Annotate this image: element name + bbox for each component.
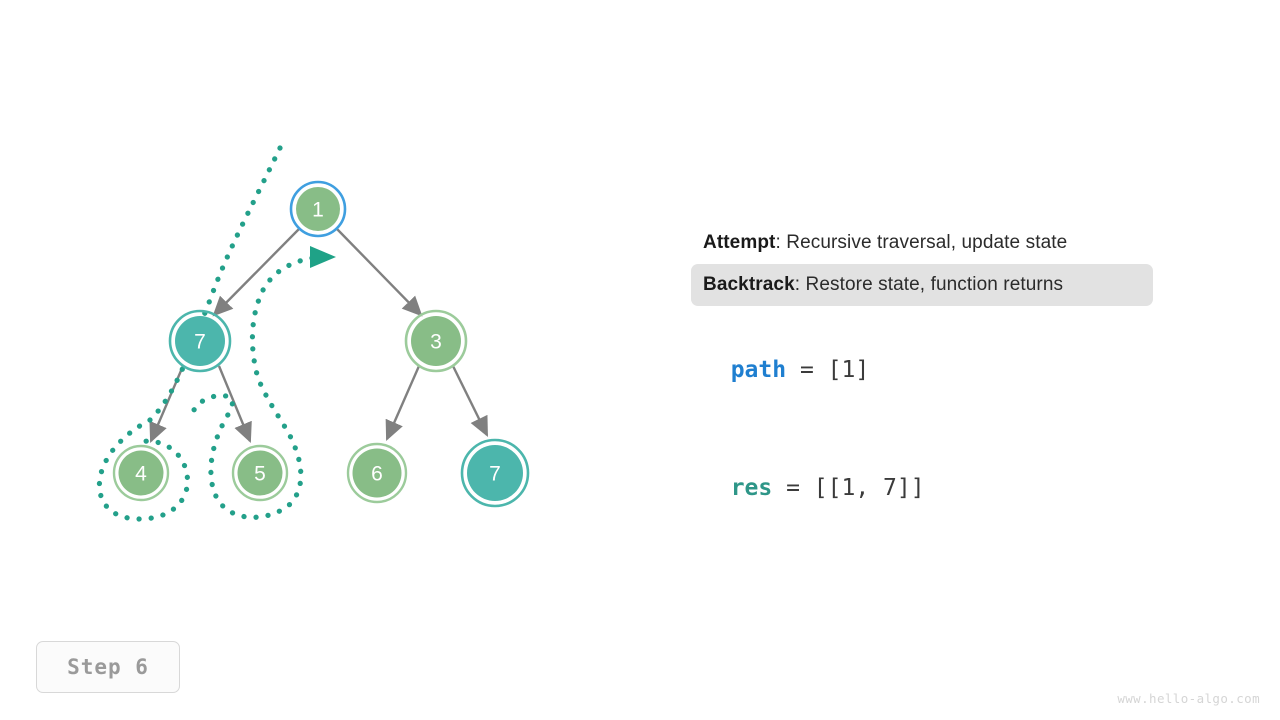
- node-7-left-outer-ring: [168, 309, 232, 373]
- node-3-circle: [411, 316, 461, 366]
- legend-backtrack: Backtrack: Restore state, function retur…: [691, 263, 1153, 306]
- dotted-path-outer: [96, 145, 283, 522]
- tree-node-4[interactable]: 4: [112, 444, 170, 502]
- state-res-line: res = [[1, 7]]: [703, 449, 925, 501]
- legend-attempt: Attempt: Recursive traversal, update sta…: [703, 222, 1203, 264]
- node-7-right-outer-ring: [460, 438, 530, 508]
- legend-backtrack-lead: Backtrack: [703, 273, 795, 295]
- node-7-right-circle: [467, 445, 523, 501]
- step-badge: Step 6: [36, 641, 180, 693]
- node-5-circle: [237, 450, 283, 496]
- node-6-outer-ring: [346, 442, 408, 504]
- tree-node-7-left[interactable]: 7: [168, 309, 232, 373]
- current-position-arrow: [310, 246, 336, 268]
- node-7-right-label: 7: [489, 463, 501, 486]
- site-watermark: www.hello-algo.com: [1117, 691, 1260, 706]
- edge-7-4: [149, 365, 185, 443]
- tree-node-1[interactable]: 1: [289, 180, 347, 238]
- state-res-value: = [[1, 7]]: [772, 475, 925, 501]
- node-3-label: 3: [430, 331, 442, 354]
- node-1-outer-ring: [289, 180, 347, 238]
- tree-node-5[interactable]: 5: [231, 444, 289, 502]
- tree-node-6[interactable]: 6: [346, 442, 408, 504]
- tree-node-7-right[interactable]: 7: [460, 438, 530, 508]
- state-path-variable: path: [730, 357, 787, 383]
- legend-attempt-rest: : Recursive traversal, update state: [775, 232, 1068, 253]
- edge-3-7: [451, 365, 489, 437]
- node-7-left-circle: [175, 316, 225, 366]
- node-1-circle: [296, 187, 340, 231]
- state-path-line: path = [1]: [703, 331, 869, 383]
- state-res-variable: res: [730, 475, 773, 501]
- binary-tree-diagram: 1 7 3 4 5 6 7: [96, 145, 530, 522]
- node-5-label: 5: [254, 463, 266, 486]
- legend-panel: Attempt: Recursive traversal, update sta…: [691, 222, 1203, 306]
- dotted-path-inner: [190, 255, 315, 520]
- node-6-label: 6: [371, 463, 383, 486]
- node-6-circle: [352, 448, 402, 498]
- legend-backtrack-rest: : Restore state, function returns: [794, 273, 1064, 295]
- step-badge-label: Step 6: [67, 655, 149, 679]
- node-1-label: 1: [312, 199, 324, 222]
- edge-1-7: [212, 228, 300, 317]
- node-5-outer-ring: [231, 444, 289, 502]
- state-path-value: = [1]: [786, 357, 870, 383]
- legend-attempt-lead: Attempt: [703, 232, 776, 253]
- node-4-circle: [118, 450, 164, 496]
- tree-node-3[interactable]: 3: [404, 309, 468, 373]
- traversal-dotted-path: [96, 145, 315, 522]
- node-7-left-label: 7: [194, 331, 206, 354]
- node-4-label: 4: [135, 463, 147, 486]
- edge-3-6: [385, 365, 421, 441]
- node-4-outer-ring: [112, 444, 170, 502]
- edge-1-3: [336, 228, 423, 317]
- node-3-outer-ring: [404, 309, 468, 373]
